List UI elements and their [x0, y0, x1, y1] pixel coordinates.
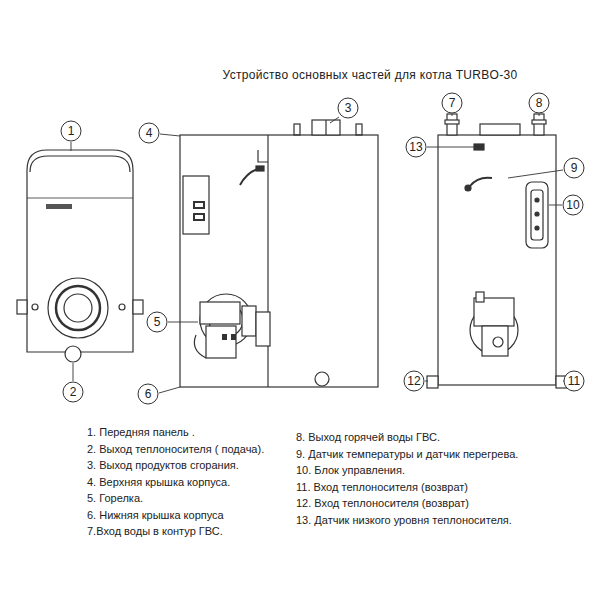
- callout-circle: 12: [403, 370, 425, 392]
- rear-view: [427, 114, 567, 388]
- leader-lines: [71, 114, 567, 393]
- callout-number: 9: [563, 161, 585, 175]
- callout-circle: 9: [563, 157, 585, 179]
- callout-circle: 8: [528, 92, 550, 114]
- legend-item: 1. Передняя панель .: [87, 426, 195, 438]
- callout-number: 4: [138, 126, 160, 140]
- callout-number: 11: [563, 374, 585, 388]
- legend-item: 9. Датчик температуры и датчик перегрева…: [296, 448, 518, 460]
- callout-number: 10: [562, 198, 584, 212]
- callout-circle: 3: [337, 97, 359, 119]
- diagram-title: Устройство основных частей для котла TUR…: [223, 68, 518, 82]
- callout-number: 7: [441, 96, 463, 110]
- callout-circle: 10: [562, 194, 584, 216]
- callout-circle: 11: [563, 370, 585, 392]
- side-view: [180, 120, 378, 387]
- callout-number: 2: [62, 385, 84, 399]
- legend-item: 4. Верхняя крышка корпуса.: [87, 476, 230, 488]
- callout-circle: 6: [137, 383, 159, 405]
- legend-item: 2. Выход теплоносителя ( подача).: [87, 443, 264, 455]
- legend-item: 5. Горелка.: [87, 492, 143, 504]
- front-view: [17, 150, 143, 362]
- callout-number: 8: [528, 96, 550, 110]
- callout-circle: 4: [138, 122, 160, 144]
- legend-item: 13. Датчик низкого уровня теплоносителя.: [296, 514, 512, 526]
- callout-circle: 7: [441, 92, 463, 114]
- callout-circle: 2: [62, 381, 84, 403]
- callout-circle: 1: [60, 120, 82, 142]
- callout-number: 3: [337, 101, 359, 115]
- legend-item: 10. Блок управления.: [296, 464, 405, 476]
- legend-item: 7.Вход воды в контур ГВС.: [87, 525, 223, 537]
- legend-item: 6. Нижняя крышка корпуса: [87, 509, 224, 521]
- callout-circle: 13: [405, 136, 427, 158]
- callout-number: 6: [137, 387, 159, 401]
- callout-number: 5: [146, 315, 168, 329]
- callout-circle: 5: [146, 311, 168, 333]
- legend-item: 12. Вход теплоносителя (возврат): [296, 497, 469, 509]
- legend-item: 8. Выход горячей воды ГВС.: [296, 431, 440, 443]
- callout-number: 1: [60, 124, 82, 138]
- legend-item: 3. Выход продуктов сгорания.: [87, 459, 239, 471]
- callout-number: 13: [405, 140, 427, 154]
- legend-item: 11. Вход теплоносителя (возврат): [296, 481, 468, 493]
- callout-number: 12: [403, 374, 425, 388]
